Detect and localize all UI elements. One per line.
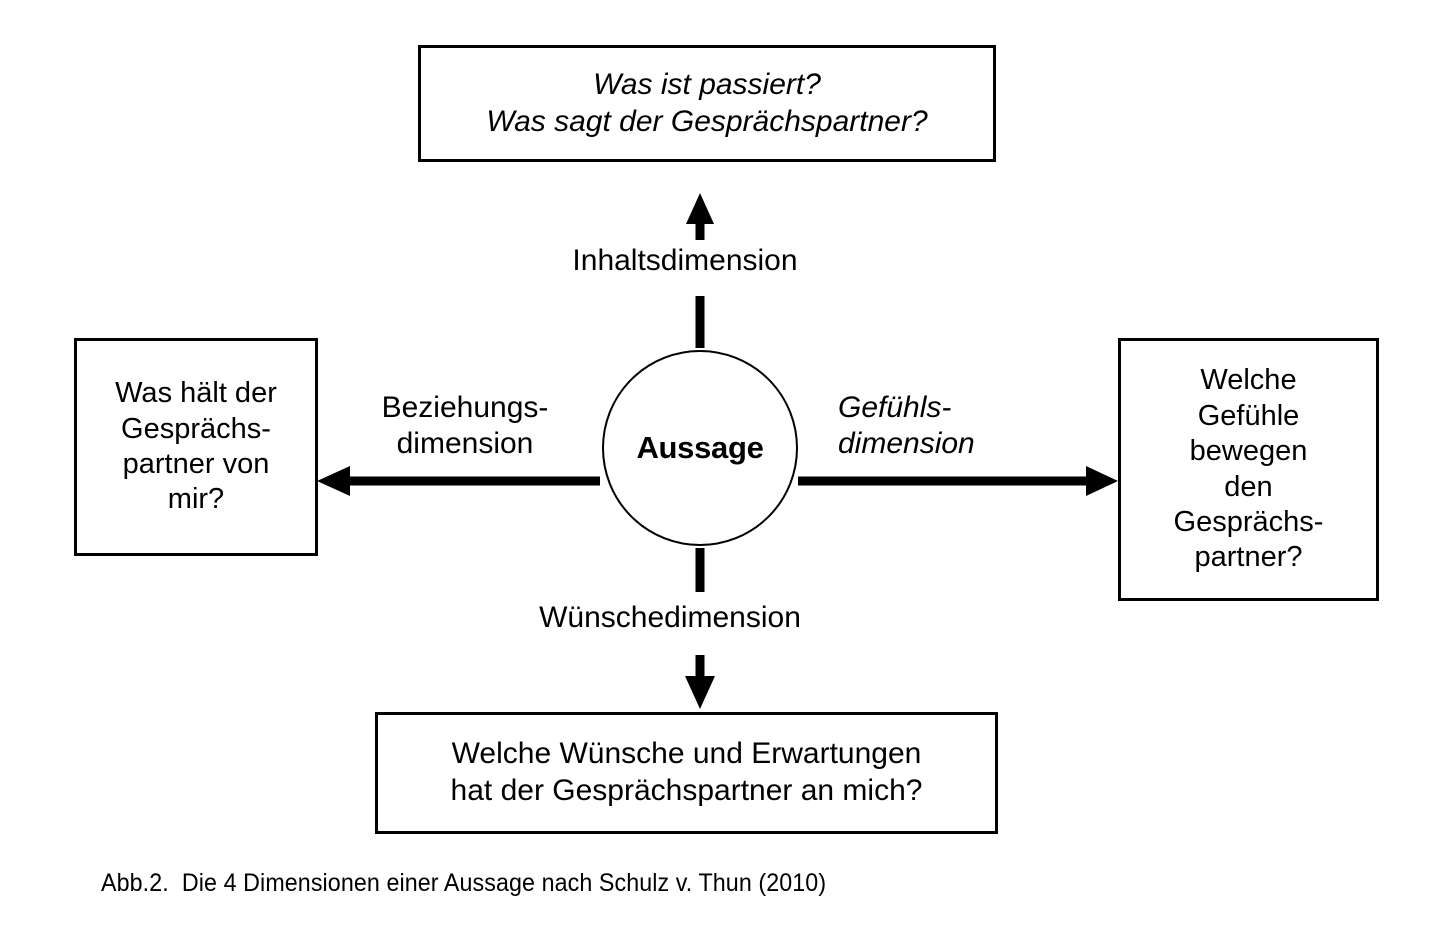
box-feeling-question: Welche Gefühle bewegen den Gesprächs- pa… xyxy=(1118,338,1379,601)
box-wishes-question: Welche Wünsche und Erwartungen hat der G… xyxy=(375,712,998,834)
figure-caption: Abb.2. Die 4 Dimensionen einer Aussage n… xyxy=(101,869,827,897)
arrow-left-relationship-dimension xyxy=(317,466,600,496)
label-wuenschedimension: Wünschedimension xyxy=(500,600,840,636)
box-content-question: Was ist passiert? Was sagt der Gesprächs… xyxy=(418,45,996,162)
label-inhaltsdimension: Inhaltsdimension xyxy=(520,243,850,279)
box-relationship-question: Was hält der Gesprächs- partner von mir? xyxy=(74,338,318,556)
label-gefuehlsdimension: Gefühls- dimension xyxy=(830,390,1058,462)
center-circle-aussage: Aussage xyxy=(602,350,798,546)
box-content-question-text: Was ist passiert? Was sagt der Gesprächs… xyxy=(486,67,928,138)
box-feeling-question-text: Welche Gefühle bewegen den Gesprächs- pa… xyxy=(1173,364,1324,574)
box-wishes-question-text: Welche Wünsche und Erwartungen hat der G… xyxy=(450,737,923,807)
label-beziehungsdimension: Beziehungs- dimension xyxy=(345,390,585,462)
center-circle-label: Aussage xyxy=(636,430,764,465)
arrow-right-feeling-dimension xyxy=(798,466,1118,496)
box-relationship-question-text: Was hält der Gesprächs- partner von mir? xyxy=(115,377,277,516)
